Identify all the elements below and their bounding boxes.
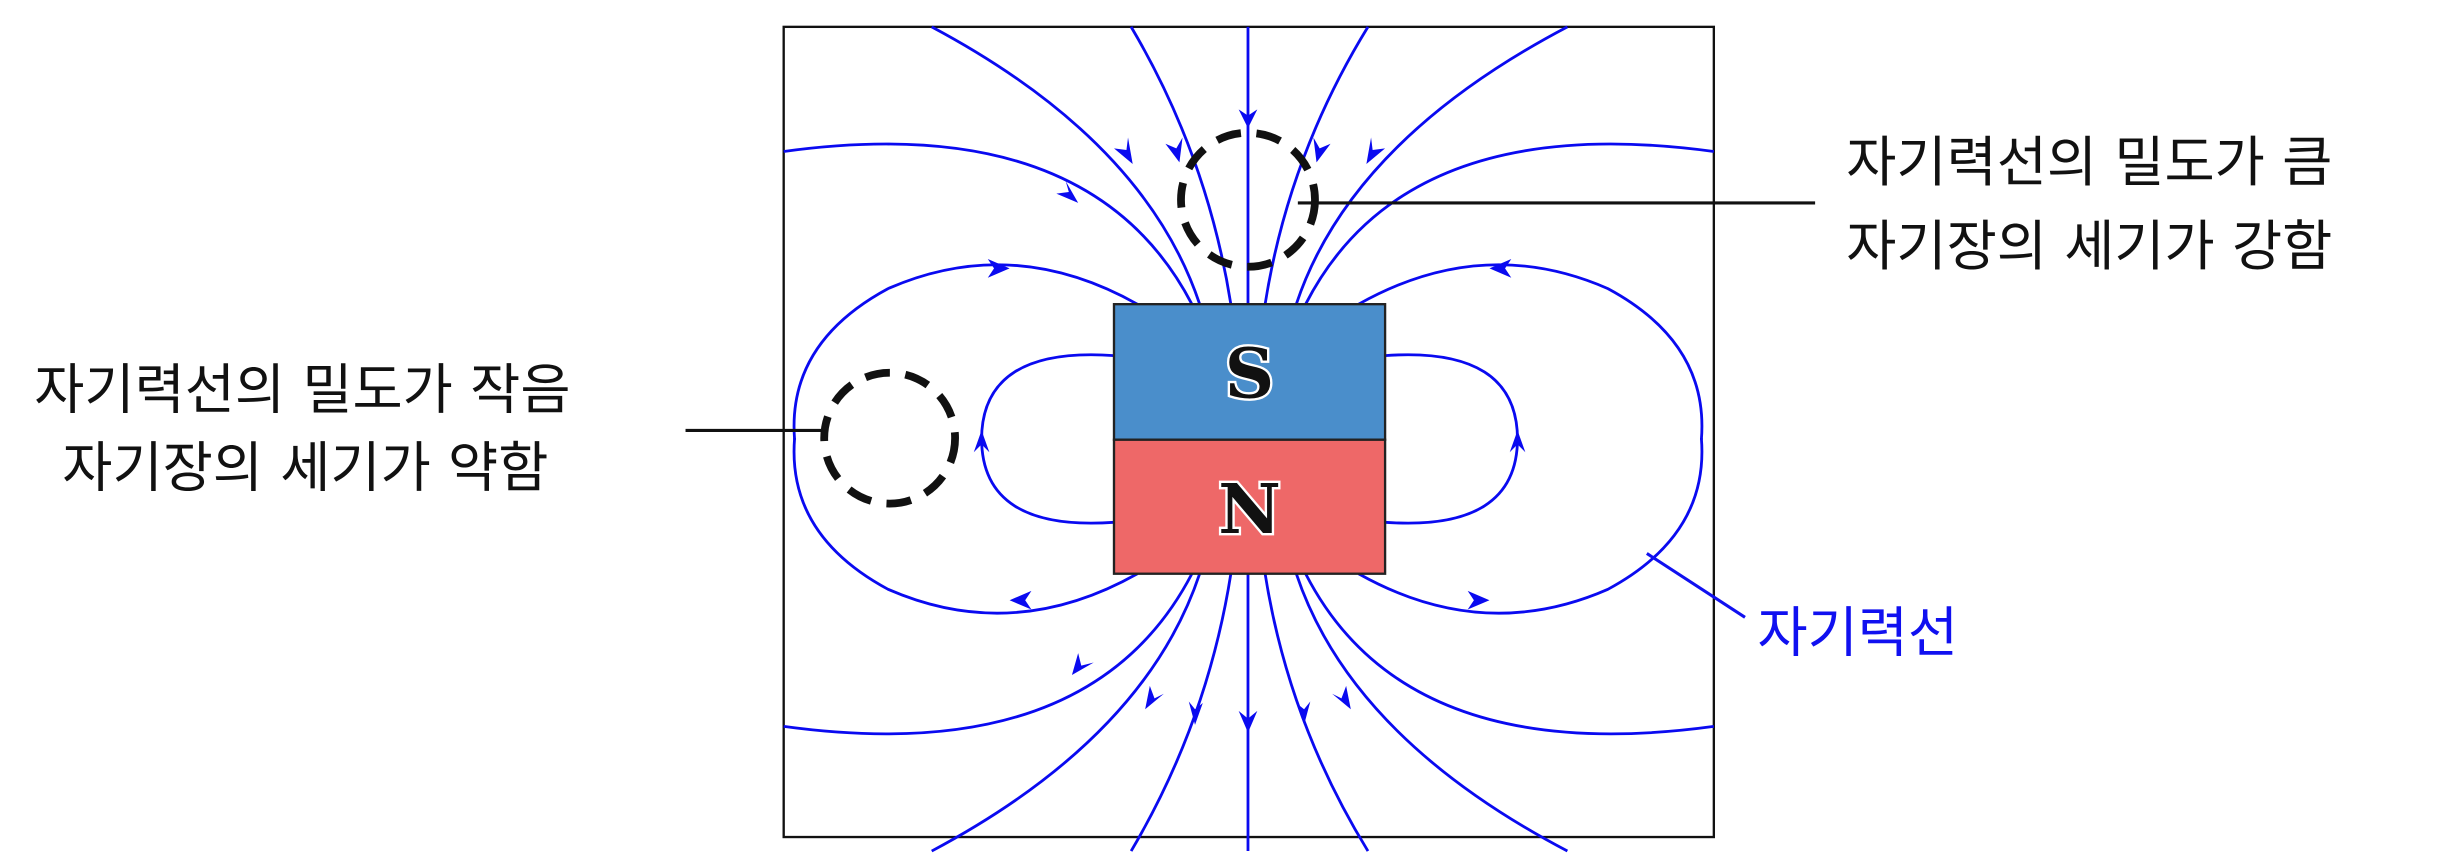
- arrow-icon: [1332, 685, 1351, 710]
- arrow-icon: [1296, 701, 1311, 725]
- north-pole-label: N: [1218, 470, 1281, 550]
- arrow-icon: [1366, 137, 1386, 164]
- south-pole: [1112, 303, 1387, 441]
- arrow-icon: [1165, 137, 1183, 163]
- strong-density-label: 자기력선의 밀도가 큼: [1846, 130, 2332, 194]
- arrow-icon: [1145, 685, 1164, 710]
- arrow-icon: [987, 259, 1010, 278]
- arrow-icon: [1509, 430, 1526, 453]
- weak-field-label: 자기장의 세기가 약함: [62, 435, 548, 499]
- north-pole: [1112, 438, 1387, 575]
- weak-density-label: 자기력선의 밀도가 작음: [34, 358, 570, 422]
- field-line-label: 자기력선: [1757, 601, 1958, 665]
- arrow-icon: [1009, 590, 1032, 610]
- arrow-icon: [1188, 701, 1203, 725]
- arrow-icon: [1489, 259, 1512, 278]
- arrow-icon: [973, 430, 990, 453]
- arrow-icon: [1071, 653, 1094, 675]
- arrow-icon: [1467, 590, 1490, 610]
- arrow-icon: [1056, 181, 1079, 203]
- arrow-icon: [1113, 137, 1133, 164]
- arrows: [973, 109, 1526, 733]
- arrow-icon: [1313, 137, 1331, 163]
- strong-field-label: 자기장의 세기가 강함: [1846, 214, 2332, 278]
- arrow-icon: [1238, 710, 1258, 733]
- weak-field-region: [820, 368, 959, 508]
- south-pole-label: S: [1225, 335, 1275, 415]
- bar-magnet: S N: [1112, 303, 1387, 575]
- leader-line-field: [1645, 552, 1746, 619]
- strong-field-region: [1177, 128, 1319, 271]
- arrow-icon: [1238, 109, 1258, 129]
